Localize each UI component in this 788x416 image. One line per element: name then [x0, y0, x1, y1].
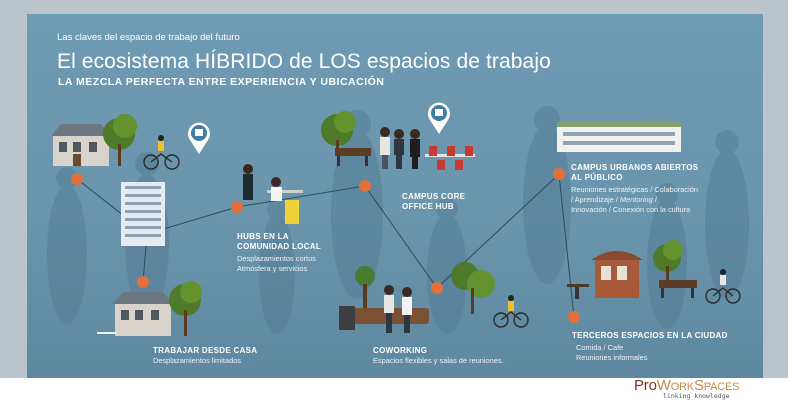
- node-dot-hubs: [231, 201, 243, 213]
- office-team-illustration: [380, 127, 475, 170]
- cafe-kiosk-illustration: [567, 251, 643, 299]
- crowd-background: [47, 106, 749, 334]
- label-campus-desc-1: Reuniones estratégicas / Colaboración: [571, 185, 698, 194]
- label-coworking-desc: Espacios flexibles y salas de reuniones.: [373, 356, 504, 365]
- house-illustration: [97, 292, 173, 336]
- node-dot-core: [359, 180, 371, 192]
- cyclist-icon: [493, 311, 529, 328]
- logo-spaces: Spaces: [693, 377, 740, 394]
- logo-wordmark: ProWorkSpaces: [634, 377, 739, 394]
- node-dot-coworking: [431, 282, 443, 294]
- campus-building-illustration: [557, 122, 681, 152]
- tree-icon: [451, 262, 495, 314]
- tree-icon: [653, 240, 683, 284]
- label-core-title-1: CAMPUS CORE: [402, 192, 466, 201]
- coworking-lounge-illustration: [339, 266, 429, 333]
- label-hubs-title-2: COMUNIDAD LOCAL: [237, 242, 322, 251]
- illustrations: [51, 102, 741, 336]
- label-hubs: HUBS EN LA COMUNIDAD LOCAL Desplazamient…: [237, 232, 321, 274]
- label-coworking: COWORKING Espacios flexibles y salas de …: [373, 346, 504, 366]
- label-campus-desc-2: / Aprendizaje / Mentoring /: [571, 195, 698, 205]
- label-hubs-desc-1: Desplazamientos cortos: [237, 254, 316, 263]
- logo-tagline: linking knowledge: [663, 392, 730, 400]
- kicker: Las claves del espacio de trabajo del fu…: [57, 32, 240, 43]
- label-core: CAMPUS CORE OFFICE HUB: [402, 192, 465, 212]
- label-casa: TRABAJAR DESDE CASA Desplazamientos limi…: [153, 346, 257, 366]
- cyclist-icon: [143, 153, 180, 170]
- label-casa-desc: Desplazamientos limitados: [153, 356, 241, 365]
- node-dot-campus: [553, 168, 565, 180]
- label-campus-title-1: CAMPUS URBANOS ABIERTOS: [571, 163, 699, 172]
- house-illustration: [51, 124, 111, 166]
- label-terceros-desc-1: Comida / Cafe: [576, 343, 624, 352]
- label-core-title-2: OFFICE HUB: [402, 202, 454, 211]
- label-campus-title-2: AL PÚBLICO: [571, 173, 623, 182]
- tree-icon: [169, 281, 202, 336]
- node-dots: [71, 168, 580, 323]
- bench-icon: [659, 280, 697, 298]
- infographic-panel: Las claves del espacio de trabajo del fu…: [27, 14, 763, 378]
- label-coworking-title: COWORKING: [373, 346, 428, 355]
- office-tower-illustration: [121, 182, 165, 246]
- page-subtitle: LA MEZCLA PERFECTA ENTRE EXPERIENCIA Y U…: [58, 76, 385, 88]
- bench-icon: [335, 148, 371, 166]
- logo-work: Work: [656, 377, 694, 394]
- label-campus-desc-2c: /: [652, 195, 657, 204]
- label-terceros: TERCEROS ESPACIOS EN LA CIUDAD Comida / …: [572, 331, 728, 363]
- label-hubs-title-1: HUBS EN LA: [237, 232, 289, 241]
- label-campus-desc-2a: / Aprendizaje /: [571, 195, 620, 204]
- label-hubs-desc-2: Atmósfera y servicios: [237, 264, 308, 273]
- label-casa-title: TRABAJAR DESDE CASA: [153, 346, 258, 355]
- brand-logo: ProWorkSpaces linking knowledge: [634, 377, 739, 400]
- tree-icon: [103, 114, 137, 166]
- bus-pin-icon: [188, 122, 210, 154]
- label-terceros-desc-2: Reuniones informales: [576, 353, 648, 362]
- node-dot-terceros: [568, 311, 580, 323]
- node-dot-left: [71, 173, 83, 185]
- tree-icon: [321, 111, 356, 156]
- logo-pro: Pro: [634, 377, 657, 394]
- label-terceros-title: TERCEROS ESPACIOS EN LA CIUDAD: [572, 331, 728, 340]
- label-campus: CAMPUS URBANOS ABIERTOS AL PÚBLICO Reuni…: [571, 163, 698, 215]
- label-campus-desc-3: Innovación / Conexión con la cultura: [571, 205, 691, 214]
- bus-pin-icon: [428, 102, 450, 134]
- page-title: El ecosistema HÍBRIDO de LOS espacios de…: [57, 50, 551, 73]
- node-dot-casa: [137, 276, 149, 288]
- hub-desk-illustration: [243, 164, 303, 224]
- label-campus-desc-2b: Mentoring: [619, 195, 653, 204]
- cyclist-icon: [705, 287, 741, 304]
